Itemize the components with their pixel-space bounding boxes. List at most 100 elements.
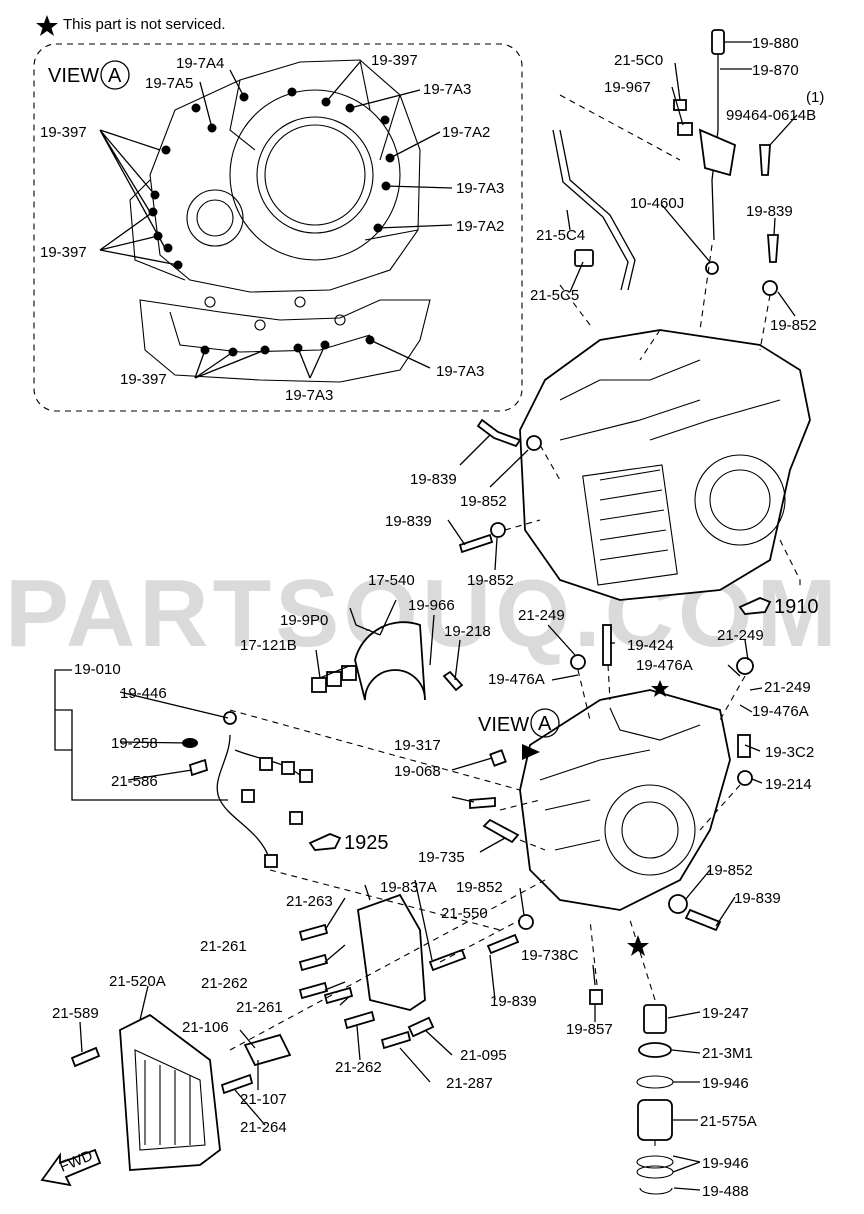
view-a-pointer-title: VIEW [478,714,529,736]
part-label: 19-397 [40,244,87,261]
part-label: 19-839 [385,513,432,530]
part-label: 21-107 [240,1091,287,1108]
part-label: 21-249 [518,607,565,624]
part-label: 17-540 [368,572,415,589]
part-label: 19-7A4 [176,55,224,72]
part-label: 19-476A [488,671,545,688]
part-label: 21-586 [111,773,158,790]
part-label: 19-214 [765,776,812,793]
part-label: 21-262 [335,1059,382,1076]
part-label: 19-837A [380,879,437,896]
part-label: 19-258 [111,735,158,752]
view-a-circle [100,60,130,90]
not-serviced-note: This part is not serviced. [36,15,226,36]
part-label: 19-7A3 [436,363,484,380]
part-label: 21-5C4 [536,227,585,244]
part-label: 10-460J [630,195,684,212]
oil-level-gauge [552,29,737,291]
part-label: 19-852 [456,879,503,896]
part-label: 19-218 [444,623,491,640]
ref-1910-text: 1910 [774,596,819,618]
leaders-right [79,41,798,1191]
wiring-harness [182,711,313,868]
speed-sensor-bracket [311,607,464,701]
part-label: 19-852 [460,493,507,510]
transaxle-case-assembly [519,689,731,911]
note-text: This part is not serviced. [63,16,226,33]
part-label: 21-249 [764,679,811,696]
part-label: 21-287 [446,1075,493,1092]
view-a-bolt-dots [148,87,395,357]
part-label: 19-7A3 [423,81,471,98]
ref-1925-text: 1925 [344,832,389,854]
harness-kit-bracket [54,669,228,801]
part-label: 19-7A3 [285,387,333,404]
part-label: 19-476A [752,703,809,720]
part-labels: 19-7A4 19-397 19-7A5 19-7A3 19-397 19-7A… [40,35,824,1200]
part-label: 21-106 [182,1019,229,1036]
not-serviced-star-icon-2 [651,680,669,697]
part-label: 21-263 [286,893,333,910]
part-label: 19-852 [706,862,753,879]
part-label: 21-262 [201,975,248,992]
part-label: 21-095 [460,1047,507,1064]
part-label: 19-839 [410,471,457,488]
o-ring-bracket [672,1155,701,1173]
part-label: 19-880 [752,35,799,52]
part-label: 19-839 [746,203,793,220]
part-label: 19-397 [40,124,87,141]
part-label: 19-735 [418,849,465,866]
part-label: 21-261 [236,999,283,1016]
part-label: 19-946 [702,1075,749,1092]
part-label: 21-575A [700,1113,757,1130]
transaxle-case-view-a [129,59,431,383]
part-label: 19-3C2 [765,744,814,761]
view-a-pointer: VIEW A [478,708,560,760]
part-label: 19-397 [371,52,418,69]
part-label: 19-068 [394,763,441,780]
part-label: 19-9P0 [280,612,328,629]
part-label: (1) [806,89,824,106]
part-label: 99464-0614B [726,107,816,124]
part-label: 21-550 [441,905,488,922]
part-label: 19-446 [120,685,167,702]
part-label: 19-857 [566,1021,613,1038]
view-a-letter: A [108,65,122,87]
part-label: 19-966 [408,597,455,614]
part-label: 19-7A5 [145,75,193,92]
part-label: 19-852 [467,572,514,589]
part-label: 21-5C0 [614,52,663,69]
part-label: 19-7A3 [456,180,504,197]
assembly-dash-lines [229,94,771,1150]
view-a-pointer-circle [530,708,560,738]
part-label: 19-967 [604,79,651,96]
part-label: 19-946 [702,1155,749,1172]
view-a-title: VIEW [48,65,99,87]
oil-pan-and-filter [119,893,426,1171]
part-label: 21-249 [717,627,764,644]
part-label: 19-424 [627,637,674,654]
part-label: 19-852 [770,317,817,334]
part-label: 19-397 [120,371,167,388]
star-icon [36,15,58,36]
part-label: 19-870 [752,62,799,79]
view-a-frame [33,43,523,412]
view-a-leader-lines [99,61,453,379]
part-label: 19-839 [734,890,781,907]
part-label: 19-488 [702,1183,749,1200]
part-label: 19-738C [521,947,579,964]
part-label: 19-010 [74,661,121,678]
part-label: 21-261 [200,938,247,955]
part-label: 19-476A [636,657,693,674]
fwd-arrow-icon: FWD [40,1147,102,1187]
transaxle-assembly [519,329,811,601]
part-label: 21-3M1 [702,1045,753,1062]
part-label: 19-317 [394,737,441,754]
part-label: 19-247 [702,1005,749,1022]
part-label: 17-121B [240,637,297,654]
part-label: 21-520A [109,973,166,990]
part-label: 19-7A2 [442,124,490,141]
part-label: 21-264 [240,1119,287,1136]
part-label: 19-7A2 [456,218,504,235]
